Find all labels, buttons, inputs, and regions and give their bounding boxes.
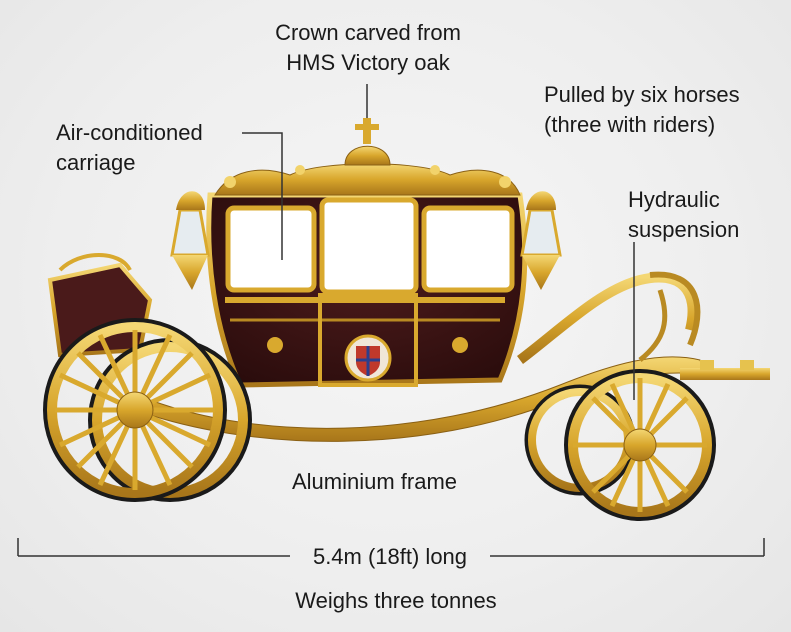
coach-body (206, 192, 528, 388)
air-conditioned-label: Air-conditioned carriage (56, 118, 203, 178)
window-left (225, 205, 317, 293)
horses-label-line1: Pulled by six horses (544, 82, 740, 107)
air-label-line1: Air-conditioned (56, 120, 203, 145)
crown-label: Crown carved from HMS Victory oak (248, 18, 488, 78)
aluminium-frame (149, 271, 770, 442)
hydraulic-label-line1: Hydraulic (628, 187, 720, 212)
hydraulic-label-line2: suspension (628, 217, 740, 242)
crown-label-line1: Crown carved from (275, 20, 461, 45)
frame-label: Aluminium frame (292, 469, 458, 494)
horses-label: Pulled by six horses (three with riders) (544, 80, 740, 140)
hydraulic-label: Hydraulic suspension (628, 185, 739, 245)
length-label: 5.4m (18ft) long (312, 544, 468, 569)
leader-lines (242, 84, 635, 400)
rear-wheel (43, 318, 252, 502)
crown-label-line2: HMS Victory oak (286, 50, 450, 75)
lantern-right (520, 191, 562, 290)
window-right (421, 205, 515, 293)
weight-label: Weighs three tonnes (295, 588, 497, 613)
coat-of-arms (344, 334, 392, 382)
crown (214, 118, 521, 196)
front-wheel (524, 369, 716, 521)
air-label-line2: carriage (56, 150, 136, 175)
air-leader (242, 132, 283, 260)
window-center (319, 197, 419, 295)
lantern-left (170, 191, 210, 290)
horses-label-line2: (three with riders) (544, 112, 716, 137)
length-dimension (17, 538, 765, 557)
